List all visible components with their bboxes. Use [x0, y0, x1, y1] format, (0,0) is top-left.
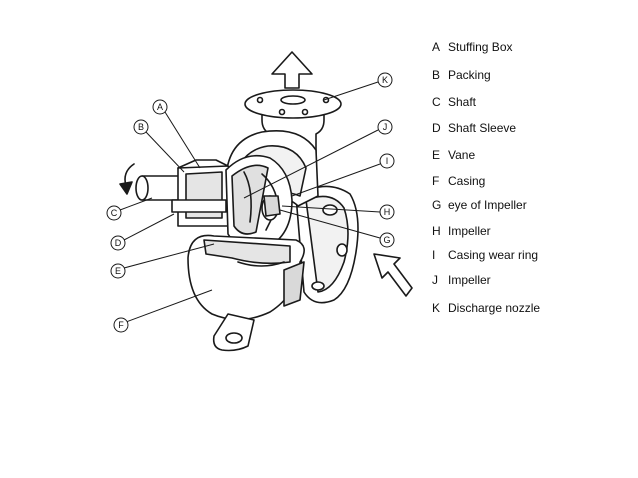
pump-foot: [212, 313, 255, 352]
discharge-arrow-icon: [271, 51, 313, 89]
legend-label: Impeller: [448, 273, 491, 287]
callout-b-label: B: [138, 122, 144, 132]
callout-g-circle: [379, 232, 395, 248]
callout-a-circle: [152, 99, 168, 115]
legend-letter: C: [432, 95, 441, 109]
callout-g-label: G: [383, 235, 390, 245]
legend-label: Discharge nozzle: [448, 301, 541, 315]
callout-j-label: J: [383, 122, 388, 132]
callout-f-label: F: [118, 320, 124, 330]
legend-letter: H: [432, 224, 441, 238]
legend-item: E Vane: [432, 148, 475, 162]
legend-letter: B: [432, 68, 441, 82]
callout-e-label: E: [115, 266, 121, 276]
legend-letter: G: [432, 198, 442, 212]
callout-k-label: K: [382, 75, 388, 85]
callout-d-label: D: [115, 238, 122, 248]
callout-c-circle: [106, 205, 122, 221]
legend-item: H Impeller: [432, 224, 491, 238]
legend-item: D Shaft Sleeve: [432, 121, 516, 135]
legend-item: A Stuffing Box: [432, 40, 513, 54]
legend-label: Packing: [448, 68, 491, 82]
callout-b-circle: [133, 119, 149, 135]
legend-label: Vane: [448, 148, 476, 162]
legend-label: Shaft Sleeve: [448, 121, 517, 135]
legend-item: K Discharge nozzle: [432, 301, 540, 315]
legend-letter: I: [432, 248, 436, 262]
legend-letter: A: [432, 40, 441, 54]
callout-j-circle: [377, 119, 393, 135]
callout-d-circle: [110, 235, 126, 251]
legend-letter: D: [432, 121, 441, 135]
legend-letter: F: [432, 174, 440, 188]
casing-lower: [187, 234, 305, 321]
legend-letter: K: [432, 301, 441, 315]
legend-item: I Casing wear ring: [432, 248, 538, 262]
legend-label: Shaft: [448, 95, 477, 109]
legend-item: J Impeller: [432, 273, 491, 287]
legend-letter: J: [432, 273, 438, 287]
callout-i-circle: [379, 153, 395, 169]
callout-k-circle: [377, 72, 393, 88]
legend-item: B Packing: [432, 68, 491, 82]
shaft-assembly: [135, 159, 237, 227]
impeller: [225, 154, 293, 251]
callout-f-circle: [113, 317, 129, 333]
callout-i-label: I: [386, 156, 389, 166]
legend-label: Casing wear ring: [448, 248, 539, 262]
callout-h-label: H: [384, 207, 391, 217]
callout-c-label: C: [111, 208, 118, 218]
legend-letter: E: [432, 148, 441, 162]
callout-h-circle: [379, 204, 395, 220]
legend-label: Impeller: [448, 224, 491, 238]
callout-e-circle: [110, 263, 126, 279]
callout-a-label: A: [157, 102, 163, 112]
legend-label: Stuffing Box: [448, 40, 513, 54]
legend-label: eye of Impeller: [448, 198, 527, 212]
suction-arrow-icon: [373, 253, 413, 297]
legend-label: Casing: [448, 174, 486, 188]
suction-flange: [295, 185, 359, 304]
legend-item: C Shaft: [432, 95, 476, 109]
legend-item: F Casing: [432, 174, 485, 188]
